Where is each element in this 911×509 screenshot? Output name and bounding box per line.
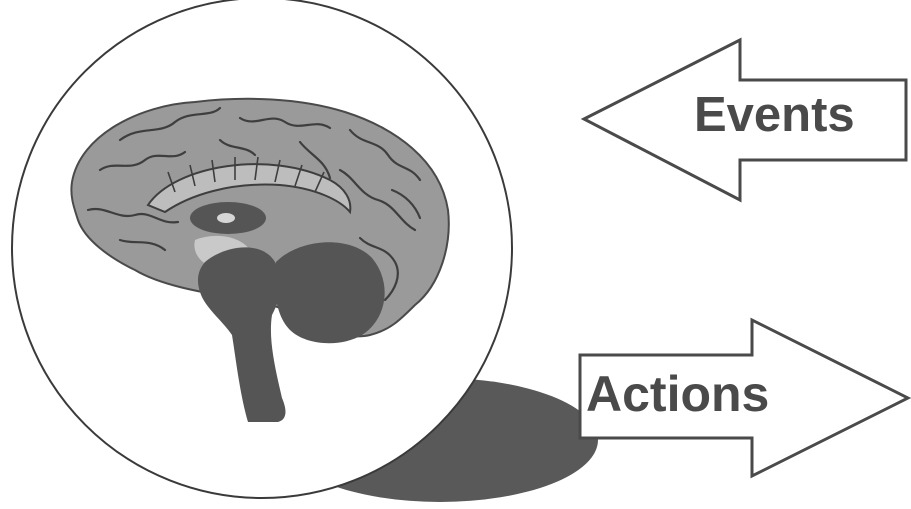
events-label: Events [694, 91, 855, 140]
cerebellum [275, 242, 385, 343]
actions-label: Actions [586, 369, 769, 419]
thalamus-highlight [217, 213, 235, 223]
